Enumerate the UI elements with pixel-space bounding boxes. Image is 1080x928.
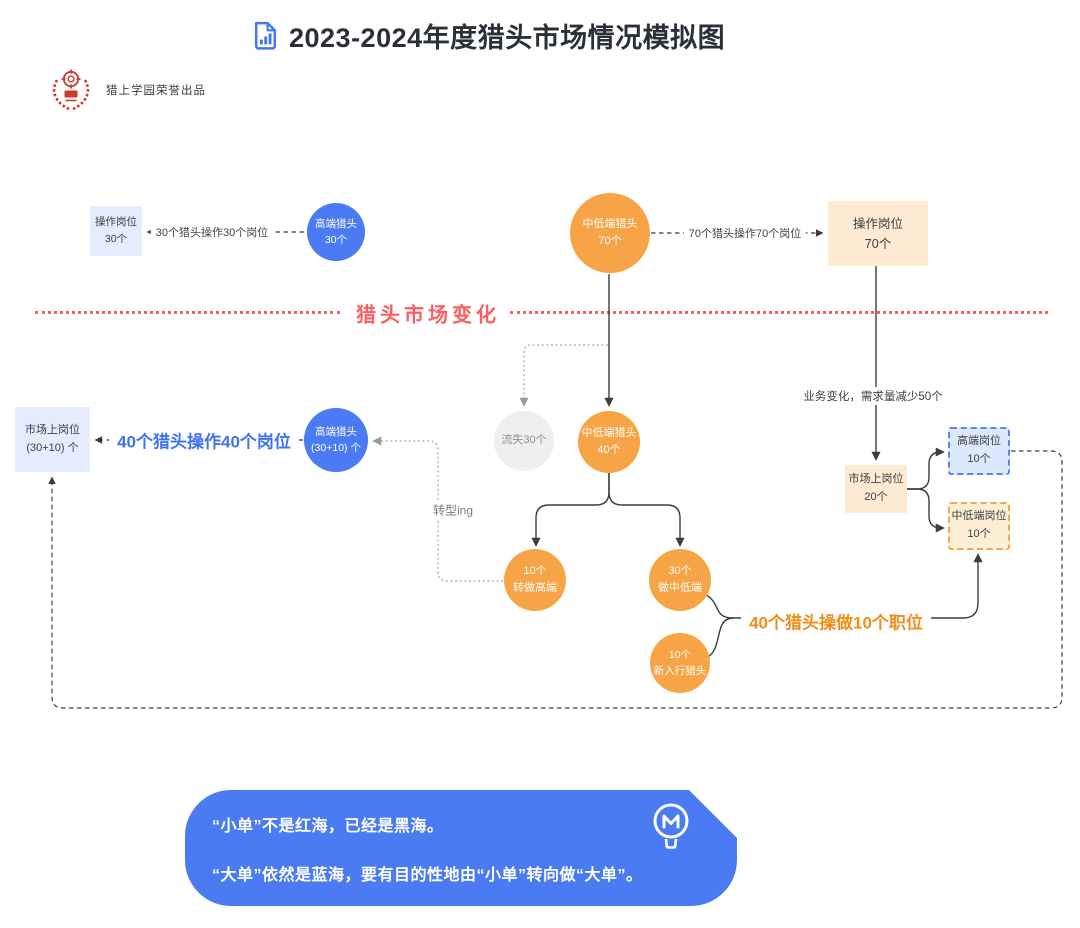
node-operate-jobs-30: 操作岗位 30个 xyxy=(90,206,142,256)
arrow-loop-highendjobs10-to-market3010 xyxy=(48,450,1063,709)
bar-chart-doc-icon xyxy=(254,21,277,50)
node-text: 中低端猎头 xyxy=(582,217,638,230)
node-lost-30: 流失30个 xyxy=(494,411,554,471)
divider-dotted-line-left xyxy=(35,311,340,314)
transforming-label: 转型ing xyxy=(428,500,478,520)
node-text: 30个 xyxy=(324,234,348,246)
node-midlow-headhunters-40: 中低端猎头 40个 xyxy=(578,411,640,473)
page-title: 2023-2024年度猎头市场情况模拟图 xyxy=(289,23,726,53)
page-header: 2023-2024年度猎头市场情况模拟图 xyxy=(252,16,725,55)
brand: 猎上学园荣誉出品 xyxy=(48,68,206,112)
node-text: 中低端猎头 xyxy=(581,426,637,439)
node-highend-headhunters-30: 高端猎头 30个 xyxy=(307,203,365,261)
node-text: 流失30个 xyxy=(501,434,547,447)
arrow-transfer10-to-highend3010 xyxy=(372,436,503,582)
node-text: 市场上岗位 xyxy=(25,423,80,436)
node-text: 70个 xyxy=(598,235,622,247)
arrow-merge-to-midlowjobs10 xyxy=(733,553,983,619)
node-midlow-jobs-10: 中低端岗位 10个 xyxy=(948,502,1010,550)
node-market-jobs-20: 市场上岗位 20个 xyxy=(845,465,907,513)
node-midlow-headhunters-70: 中低端猎头 70个 xyxy=(570,193,650,273)
business-change-label: 业务变化，需求量减少50个 xyxy=(798,387,948,405)
node-text: 高端岗位 xyxy=(957,435,1001,448)
node-new-headhunters-10: 10个 新入行猎头 xyxy=(650,633,710,693)
node-text: 操作岗位 xyxy=(95,216,137,229)
node-highend-jobs-10: 高端岗位 10个 xyxy=(948,427,1010,475)
node-text: 10个 xyxy=(967,528,991,540)
node-text: 市场上岗位 xyxy=(848,473,904,486)
arrow-label-70: 70个猎头操作70个岗位 xyxy=(683,224,807,242)
laurel-emblem-logo xyxy=(52,69,90,111)
node-text: 高端猎头 xyxy=(315,425,357,438)
arrow-branch-to-lost30 xyxy=(519,344,608,407)
brand-credit: 猎上学园荣誉出品 xyxy=(106,85,206,97)
node-text: 高端猎头 xyxy=(315,217,357,230)
node-transfer-highend-10: 10个 转做高端 xyxy=(504,549,566,611)
node-text: 20个 xyxy=(864,491,888,503)
divider-label: 猎头市场变化 xyxy=(348,298,508,328)
lightbulb-icon xyxy=(651,803,691,853)
node-text: 中低端岗位 xyxy=(951,510,1007,523)
node-text: 10个 xyxy=(967,453,991,465)
divider-dotted-line-right xyxy=(510,311,1048,314)
bracket-new10 xyxy=(705,617,734,659)
arrow-market20-to-highendjobs10 xyxy=(907,447,945,490)
node-text: 新入行猎头 xyxy=(653,665,707,677)
node-text: 转做高端 xyxy=(513,582,557,594)
node-text: 10个 xyxy=(668,648,692,661)
callout-bubble: “小单”不是红海，已经是黑海。 “大单”依然是蓝海，要有目的性地由“小单”转向做… xyxy=(185,790,737,906)
arrow-label-30: 30个猎头操作30个岗位 xyxy=(150,223,274,241)
arrow-midlow40-to-do30 xyxy=(608,473,685,547)
node-text: (30+10) 个 xyxy=(311,442,361,454)
bracket-do30 xyxy=(703,593,734,619)
node-text: 30个 xyxy=(668,564,692,577)
node-do-midlow-30: 30个 做中低端 xyxy=(649,549,711,611)
arrow-label-40-10: 40个猎头操做10个职位 xyxy=(741,607,931,635)
node-text: 30个 xyxy=(104,233,128,245)
node-operate-jobs-70: 操作岗位 70个 xyxy=(828,201,928,266)
arrow-market20-to-midlowjobs10 xyxy=(907,488,945,533)
arrow-midlow40-to-transfer10 xyxy=(531,473,610,547)
node-highend-headhunters-3010: 高端猎头 (30+10) 个 xyxy=(304,408,368,472)
node-text: 70个 xyxy=(864,236,892,251)
node-text: (30+10) 个 xyxy=(26,441,79,454)
node-text: 40个 xyxy=(597,444,621,456)
node-text: 操作岗位 xyxy=(852,216,903,231)
node-text: 10个 xyxy=(523,564,547,577)
arrow-label-40: 40个猎头操作40个岗位 xyxy=(109,426,299,454)
node-text: 做中低端 xyxy=(658,582,702,594)
node-market-jobs-3010: 市场上岗位 (30+10) 个 xyxy=(15,407,90,472)
callout-line-1: “小单”不是红海，已经是黑海。 xyxy=(212,818,444,835)
callout-line-2: “大单”依然是蓝海，要有目的性地由“小单”转向做“大单”。 xyxy=(212,867,643,884)
